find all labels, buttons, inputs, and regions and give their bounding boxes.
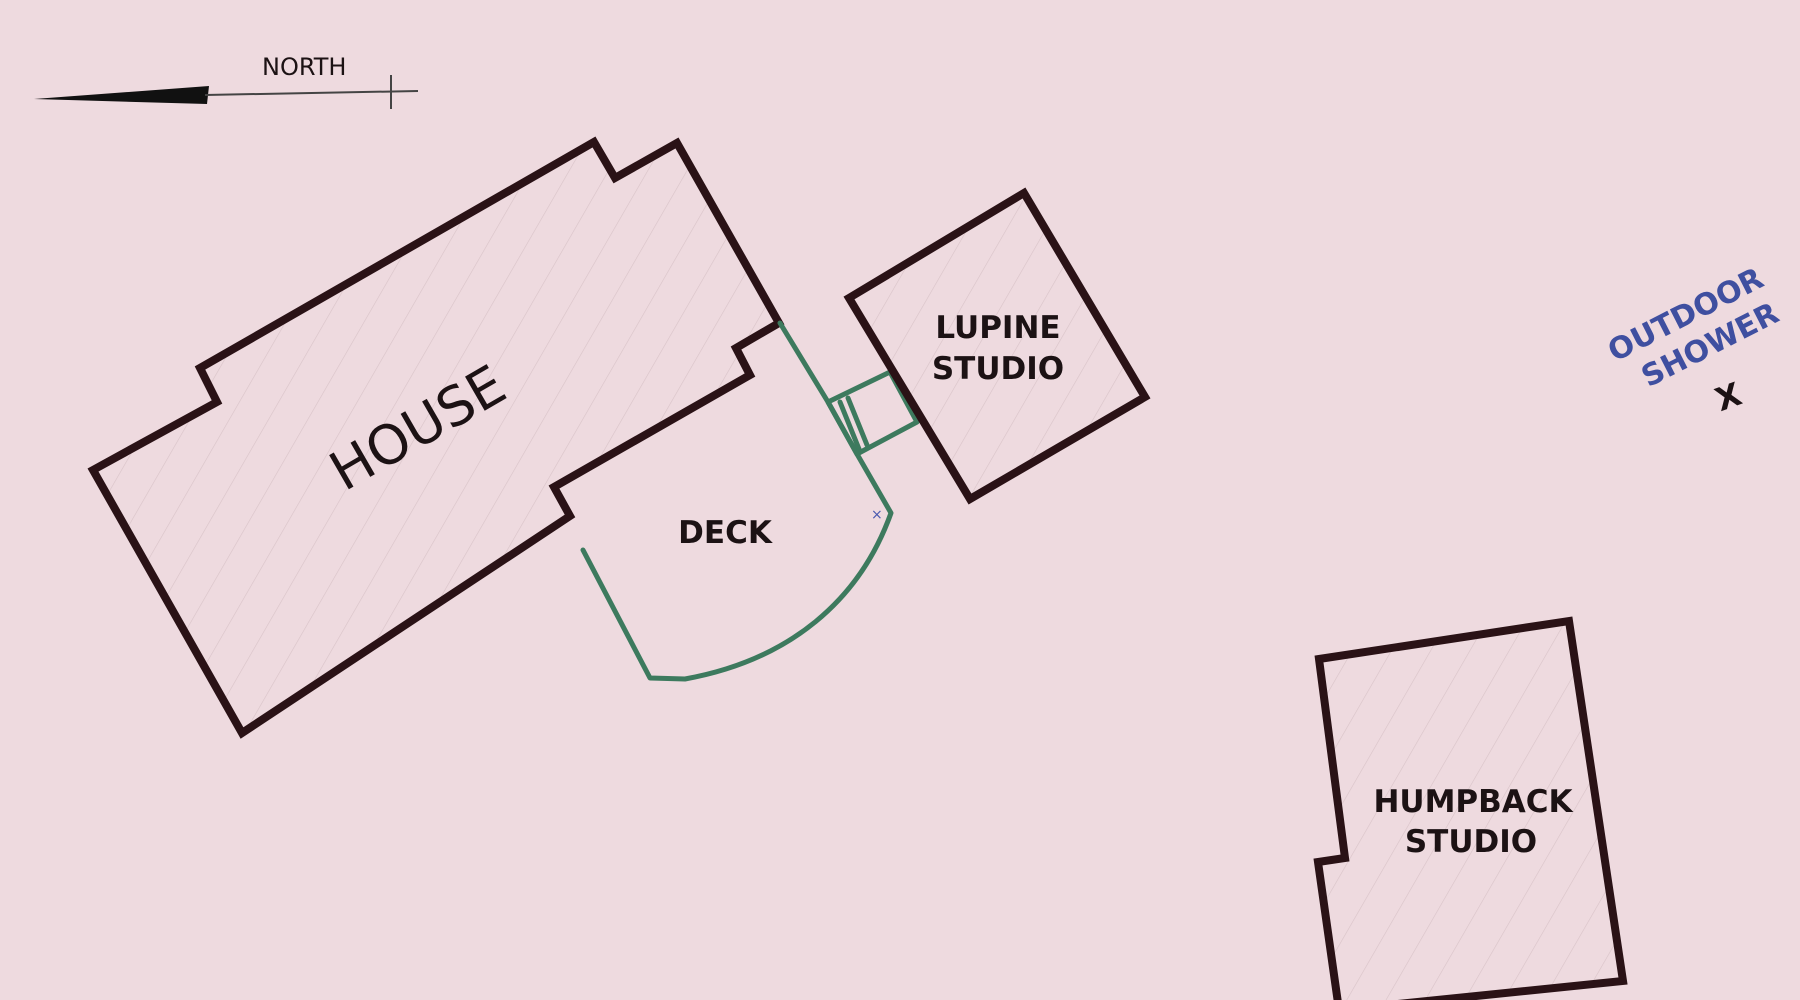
- lupine-studio-outline: [843, 187, 1151, 505]
- humpback-studio-outline: [1313, 616, 1628, 1000]
- house-outline: [87, 136, 785, 739]
- north-arrow-head: [34, 86, 209, 104]
- humpback-studio-label-line2: STUDIO: [1405, 824, 1537, 860]
- humpback-studio-building: HUMPBACK STUDIO: [1313, 616, 1628, 1000]
- lupine-studio-label-line2: STUDIO: [932, 351, 1064, 387]
- north-arrow-shaft: [204, 90, 419, 96]
- deck-outline: [580, 320, 894, 682]
- deck-label: DECK: [678, 515, 773, 551]
- house-building: HOUSE: [87, 136, 785, 739]
- outdoor-shower-marker: X: [1710, 375, 1746, 419]
- north-label: NORTH: [262, 53, 346, 81]
- lupine-studio-label-line1: LUPINE: [935, 310, 1060, 346]
- deck-steps-outline: [825, 369, 920, 457]
- deck-area: × DECK: [580, 320, 920, 682]
- deck-marker: ×: [871, 507, 883, 523]
- lupine-studio-building: LUPINE STUDIO: [843, 187, 1151, 505]
- north-arrow: NORTH: [34, 53, 419, 109]
- humpback-studio-label-line1: HUMPBACK: [1373, 784, 1573, 820]
- deck-steps: [825, 369, 920, 457]
- outdoor-shower: OUTDOOR SHOWER X: [1602, 261, 1784, 419]
